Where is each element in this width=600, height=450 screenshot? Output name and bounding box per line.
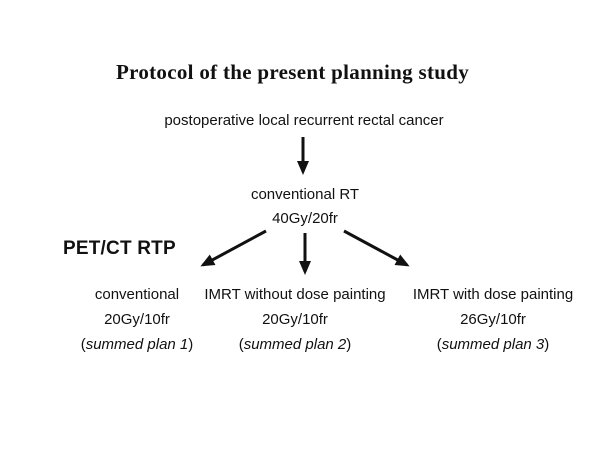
intermediate-node-label: conventional RT xyxy=(250,186,360,203)
branch-dose: 26Gy/10fr xyxy=(460,311,526,328)
branch-plan: (summed plan 3) xyxy=(383,332,600,357)
plan-open-paren: ( xyxy=(80,336,86,353)
plan-name: summed plan 2 xyxy=(243,336,347,353)
intermediate-node: conventional RT 40Gy/20fr xyxy=(205,183,405,231)
plan-name: summed plan 3 xyxy=(441,336,545,353)
branch-label: IMRT without dose painting xyxy=(204,286,386,303)
plan-name: summed plan 1 xyxy=(85,336,189,353)
root-node-label: postoperative local recurrent rectal can… xyxy=(164,112,444,129)
intermediate-node-dose: 40Gy/20fr xyxy=(272,210,338,227)
branch-conventional: conventional 20Gy/10fr (summed plan 1) xyxy=(37,282,237,357)
branch-plan: (summed plan 2) xyxy=(195,332,395,357)
branch-arrow-left-icon xyxy=(200,229,267,267)
branch-plan: (summed plan 1) xyxy=(37,332,237,357)
branch-label: conventional xyxy=(94,286,180,303)
plan-open-paren: ( xyxy=(238,336,244,353)
branch-label: IMRT with dose painting xyxy=(412,286,574,303)
plan-close-paren: ) xyxy=(188,336,194,353)
petct-rtp-label: PET/CT RTP xyxy=(63,238,176,259)
page-title: Protocol of the present planning study xyxy=(115,60,470,84)
branch-dose: 20Gy/10fr xyxy=(262,311,328,328)
plan-close-paren: ) xyxy=(346,336,352,353)
plan-open-paren: ( xyxy=(436,336,442,353)
branch-imrt-with-dose-painting: IMRT with dose painting 26Gy/10fr (summe… xyxy=(383,282,600,357)
branch-dose: 20Gy/10fr xyxy=(104,311,170,328)
branch-imrt-without-dose-painting: IMRT without dose painting 20Gy/10fr (su… xyxy=(195,282,395,357)
branch-arrow-right-icon xyxy=(343,229,410,267)
plan-close-paren: ) xyxy=(544,336,550,353)
